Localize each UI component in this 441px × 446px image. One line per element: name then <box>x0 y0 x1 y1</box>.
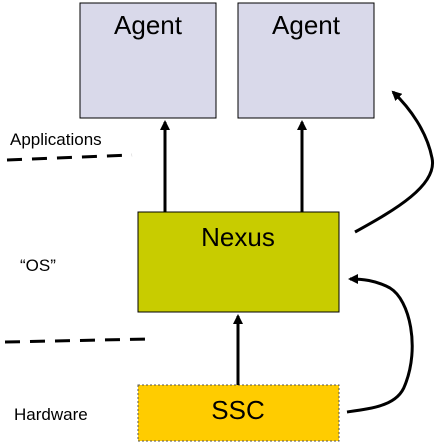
agent-box-right-rect <box>237 2 375 119</box>
agent-box-right-label: Agent <box>272 10 341 40</box>
layer-divider-applications-os <box>6 153 133 162</box>
nexus-box: Nexus <box>137 211 340 313</box>
agent-box-left-label: Agent <box>114 10 183 40</box>
ssc-box-label: SSC <box>211 395 264 425</box>
nexus-box-label: Nexus <box>201 222 275 252</box>
curved-arrow-ssc-to-nexus <box>346 274 414 414</box>
nexus-box-rect <box>137 211 340 313</box>
agent-box-left: Agent <box>79 2 217 119</box>
agent-box-right: Agent <box>237 2 375 119</box>
layer-divider-os-hardware <box>4 337 151 344</box>
agent-box-left-rect <box>79 2 217 119</box>
layer-label-hardware: Hardware <box>14 405 88 424</box>
curved-arrow-nexus-to-agent <box>354 90 435 234</box>
ssc-box: SSC <box>137 384 340 442</box>
layer-label-applications: Applications <box>10 130 102 149</box>
ssc-box-rect <box>137 384 340 442</box>
layer-label-os: “OS” <box>20 256 56 275</box>
